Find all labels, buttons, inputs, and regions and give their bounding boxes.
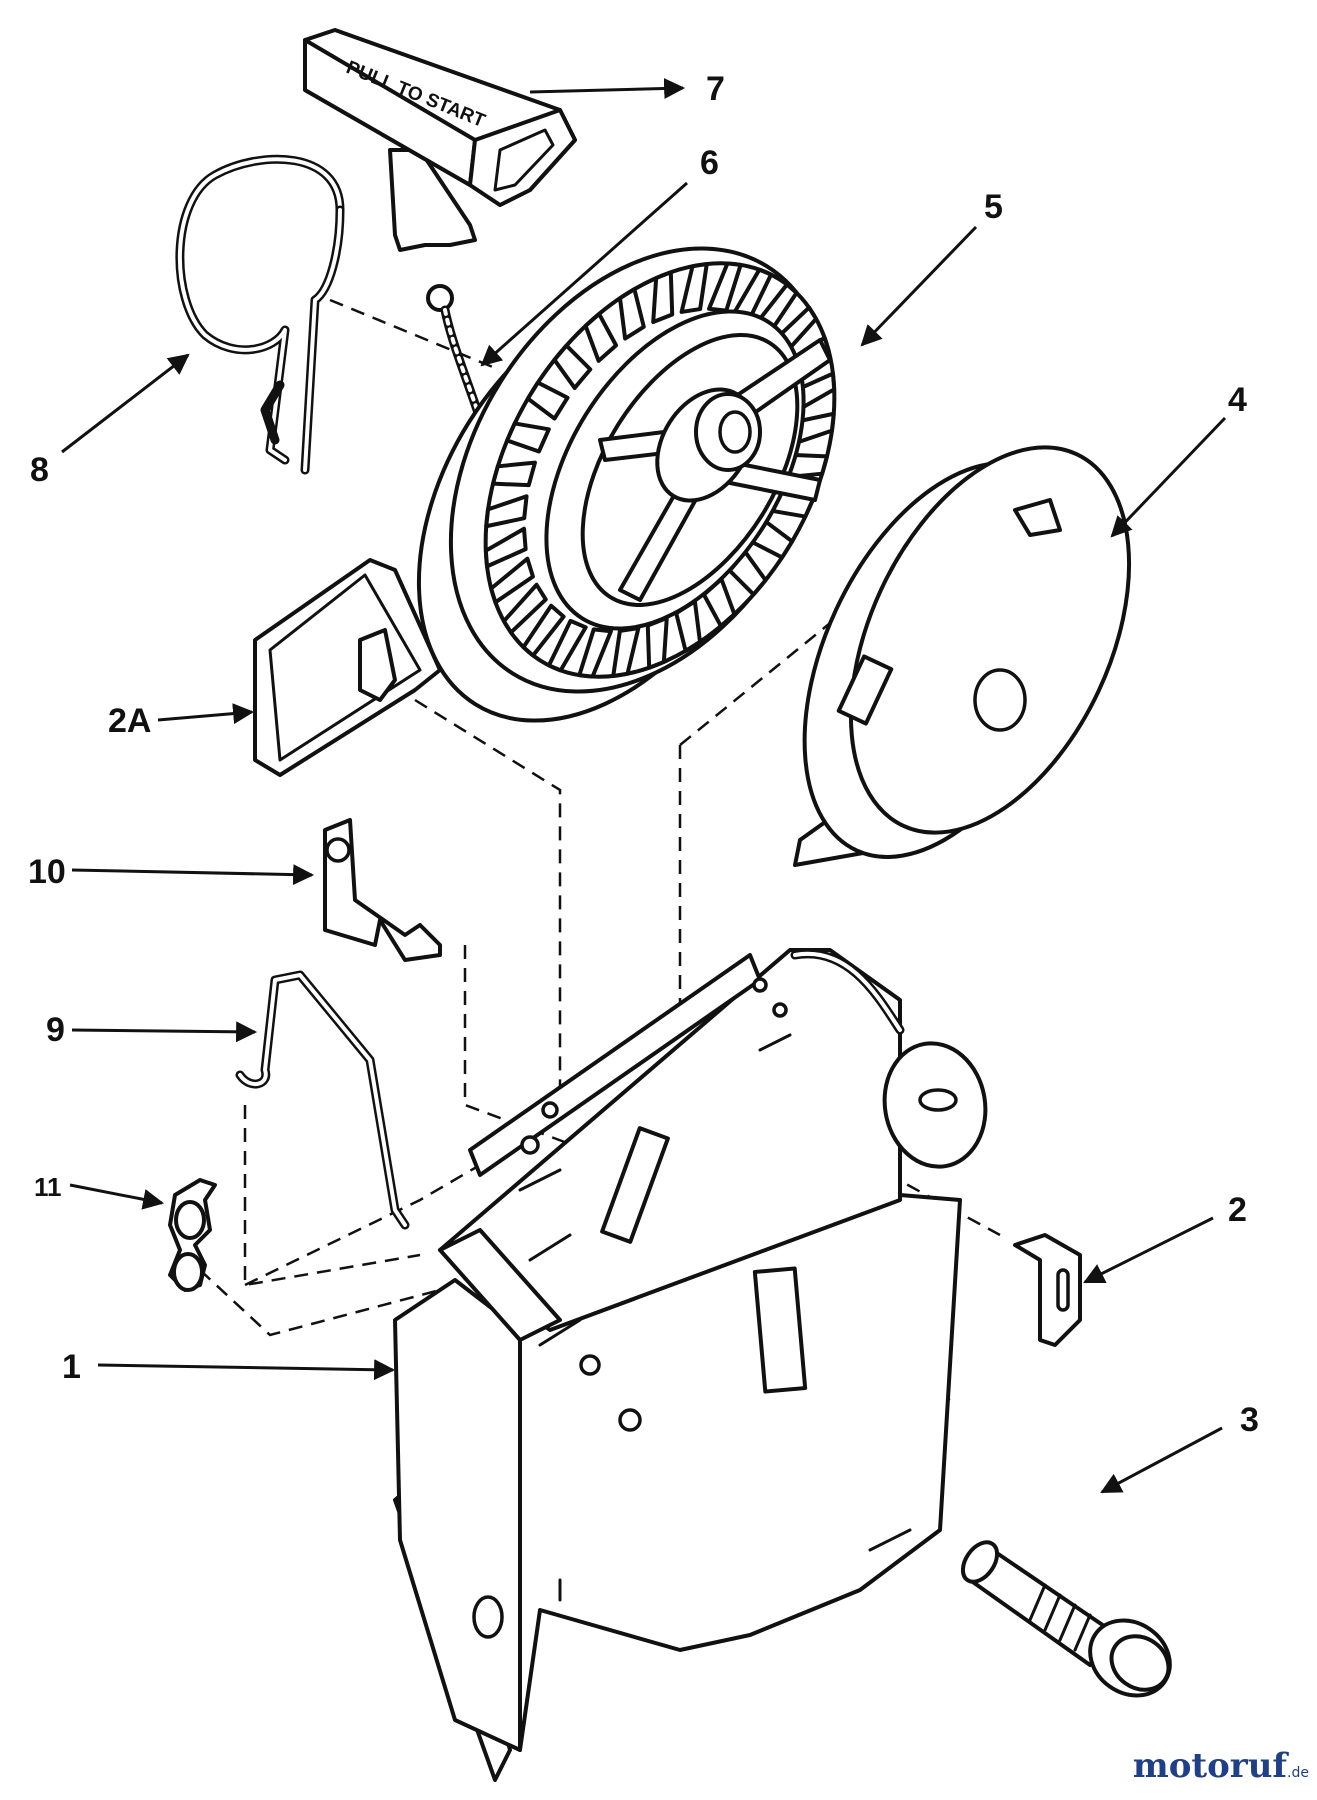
gear-tooth xyxy=(583,311,619,363)
callout-11: 11 xyxy=(34,1172,62,1202)
gear-tooth xyxy=(546,618,588,673)
part-11-clip xyxy=(168,1178,217,1292)
part-5-pulley xyxy=(416,246,837,723)
callout-8: 8 xyxy=(30,451,49,489)
leader-6 xyxy=(480,181,688,367)
gear-tooth xyxy=(521,603,566,658)
part-4-spring-cup xyxy=(793,445,1132,867)
callout-4: 4 xyxy=(1228,381,1247,419)
part-1-bracket xyxy=(393,948,988,1782)
part-8-wire-guide xyxy=(175,154,345,475)
callout-3: 3 xyxy=(1240,1401,1259,1439)
part-3-pin xyxy=(960,1540,1172,1698)
part-2a-plate xyxy=(253,558,442,777)
gear-tooth xyxy=(491,460,537,488)
watermark-suffix: .de xyxy=(1287,1765,1309,1781)
watermark-main: motoruf xyxy=(1132,1746,1288,1786)
part-10-key xyxy=(323,818,442,962)
gear-tooth xyxy=(552,343,593,390)
leader-7 xyxy=(529,77,686,99)
gear-tooth xyxy=(483,526,528,569)
leader-2 xyxy=(1083,1216,1214,1284)
callout-2: 2 xyxy=(1228,1191,1247,1229)
leader-5 xyxy=(860,225,978,347)
callout-9: 9 xyxy=(46,1011,65,1049)
part-9-spring-wire xyxy=(235,970,410,1230)
leader-1 xyxy=(97,1359,396,1381)
callout-10: 10 xyxy=(28,853,66,891)
leader-3 xyxy=(1100,1426,1223,1494)
leader-10 xyxy=(71,864,315,886)
gear-tooth xyxy=(525,380,570,421)
gear-tooth xyxy=(651,270,675,325)
gear-tooth xyxy=(484,494,529,529)
part-7-pull-handle: PULL TO START xyxy=(303,28,577,252)
leader-8 xyxy=(61,353,190,454)
callout-5: 5 xyxy=(984,188,1003,226)
callout-1: 1 xyxy=(62,1348,81,1386)
part-2-clip xyxy=(1013,1233,1082,1347)
gear-tooth xyxy=(618,287,646,341)
leader-11 xyxy=(69,1183,165,1210)
gear-tooth xyxy=(501,582,548,635)
callout-6: 6 xyxy=(700,144,719,182)
callout-leaders xyxy=(61,77,1227,1494)
callout-7: 7 xyxy=(706,70,725,108)
gear-tooth xyxy=(679,262,709,314)
gear-tooth xyxy=(707,261,743,313)
leader-9 xyxy=(71,1021,258,1043)
gear-tooth xyxy=(505,421,551,454)
leader-2a xyxy=(157,703,255,725)
leader-4 xyxy=(1110,416,1227,538)
gear-tooth xyxy=(577,627,613,679)
gear-tooth xyxy=(489,556,535,605)
callout-2a: 2A xyxy=(108,702,152,740)
watermark-logo: motoruf.de xyxy=(1133,1749,1309,1790)
pin-grooves xyxy=(1028,1583,1092,1652)
